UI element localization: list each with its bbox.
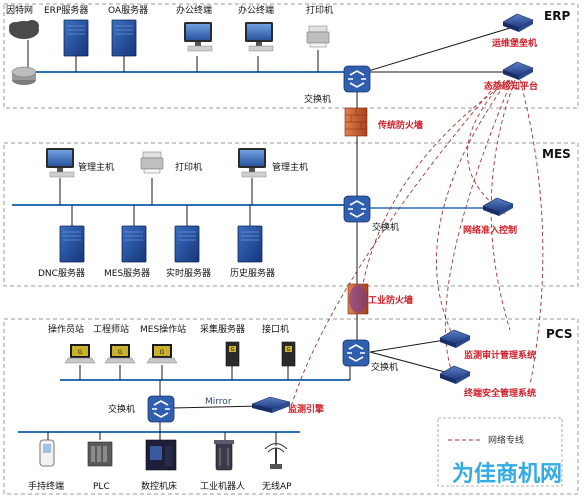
- plc-icon: [87, 441, 113, 467]
- monitoring-engine-label: 监测引擎: [288, 403, 324, 415]
- robot-label: 工业机器人: [200, 480, 245, 492]
- links: [27, 27, 511, 446]
- pcs-zone-label: PCS: [546, 327, 572, 341]
- traditional-firewall-label: 传统防火墙: [377, 119, 423, 131]
- industrial-robot-icon: [214, 440, 234, 471]
- endpoint-security-label: 终端安全管理系统: [463, 387, 536, 399]
- office-terminal-1-icon: [183, 21, 213, 52]
- wireless-ap-label: 无线AP: [262, 480, 292, 492]
- mgmt-host-1-label: 管理主机: [78, 161, 114, 173]
- mes-server-icon: [121, 225, 147, 263]
- mes-switch-label: 交换机: [372, 221, 399, 233]
- erp-printer-icon: [306, 25, 330, 48]
- pcs-switch-left-icon: [147, 395, 175, 423]
- cnc-machine-icon: [145, 439, 177, 471]
- cnc-label: 数控机床: [141, 480, 177, 492]
- oa-server-label: OA服务器: [108, 4, 148, 16]
- monitoring-engine-icon: [251, 396, 291, 413]
- oa-server-icon: [111, 19, 137, 57]
- industrial-firewall-icon: [347, 283, 369, 315]
- interface-machine-icon: [281, 341, 296, 367]
- plc-label: PLC: [93, 482, 110, 492]
- mes-op-station-icon: [146, 343, 178, 364]
- network-access-control-icon: [482, 197, 514, 217]
- erp-printer-label: 打印机: [306, 4, 333, 16]
- mes-printer-label: 打印机: [175, 161, 202, 173]
- bastion-host-icon: [502, 13, 534, 33]
- mes-op-station-label: MES操作站: [140, 323, 186, 335]
- erp-server-icon: [63, 19, 89, 57]
- office-terminal-2-label: 办公终端: [238, 4, 274, 16]
- mes-server-label: MES服务器: [104, 267, 150, 279]
- dnc-server-label: DNC服务器: [38, 267, 85, 279]
- internet-label: 因特网: [6, 4, 33, 16]
- monitoring-audit-icon: [439, 329, 471, 349]
- internet-router-icon: [11, 66, 37, 85]
- mes-switch-icon: [343, 195, 371, 223]
- erp-switch-icon: [343, 65, 371, 93]
- internet-cloud-icon: [9, 20, 39, 39]
- pcs-switch-right-icon: [342, 339, 370, 367]
- watermark: 为佳商机网: [452, 461, 562, 487]
- mgmt-host-1-icon: [45, 147, 75, 178]
- collect-server-icon: [225, 341, 240, 367]
- engineer-station-icon: [104, 343, 136, 364]
- handheld-label: 手持终端: [28, 480, 64, 492]
- pcs-switch-left-label: 交换机: [108, 403, 135, 415]
- mgmt-host-2-icon: [237, 147, 267, 178]
- erp-switch-label: 交换机: [304, 93, 331, 105]
- realtime-server-label: 实时服务器: [166, 267, 211, 279]
- mes-zone: [3, 142, 579, 287]
- mes-printer-icon: [140, 151, 164, 174]
- mes-zone-label: MES: [542, 147, 571, 161]
- situation-platform-label: 态势感知平台: [484, 80, 538, 92]
- erp-zone-label: ERP: [544, 9, 570, 23]
- collect-server-label: 采集服务器: [200, 323, 245, 335]
- traditional-firewall-icon: [344, 107, 368, 137]
- erp-zone: [3, 3, 579, 109]
- interface-machine-label: 接口机: [262, 323, 289, 335]
- industrial-firewall-label: 工业防火墙: [368, 294, 413, 306]
- operator-station-label: 操作员站: [48, 323, 84, 335]
- operator-station-icon: [64, 343, 96, 364]
- history-server-icon: [237, 225, 263, 263]
- realtime-server-icon: [174, 225, 200, 263]
- legend-box: [437, 417, 563, 487]
- network-access-control-label: 网络准入控制: [463, 224, 517, 236]
- legend-dedicated-line-label: 网络专线: [488, 434, 524, 446]
- pcs-switch-right-label: 交换机: [371, 361, 398, 373]
- erp-server-label: ERP服务器: [44, 4, 88, 16]
- wireless-ap-icon: [264, 443, 288, 469]
- dedicated-lines: [289, 79, 544, 411]
- situation-platform-icon: [502, 61, 534, 81]
- monitoring-audit-label: 监测审计管理系统: [464, 349, 536, 361]
- endpoint-security-icon: [439, 365, 471, 385]
- office-terminal-1-label: 办公终端: [176, 4, 212, 16]
- mirror-label: Mirror: [205, 397, 232, 407]
- office-terminal-2-icon: [244, 21, 274, 52]
- mgmt-host-2-label: 管理主机: [272, 161, 308, 173]
- history-server-label: 历史服务器: [230, 267, 275, 279]
- engineer-station-label: 工程师站: [93, 323, 129, 335]
- bastion-host-label: 运维堡垒机: [492, 37, 537, 49]
- handheld-icon: [39, 439, 55, 467]
- dnc-server-icon: [59, 225, 85, 263]
- pcs-zone: [3, 318, 579, 495]
